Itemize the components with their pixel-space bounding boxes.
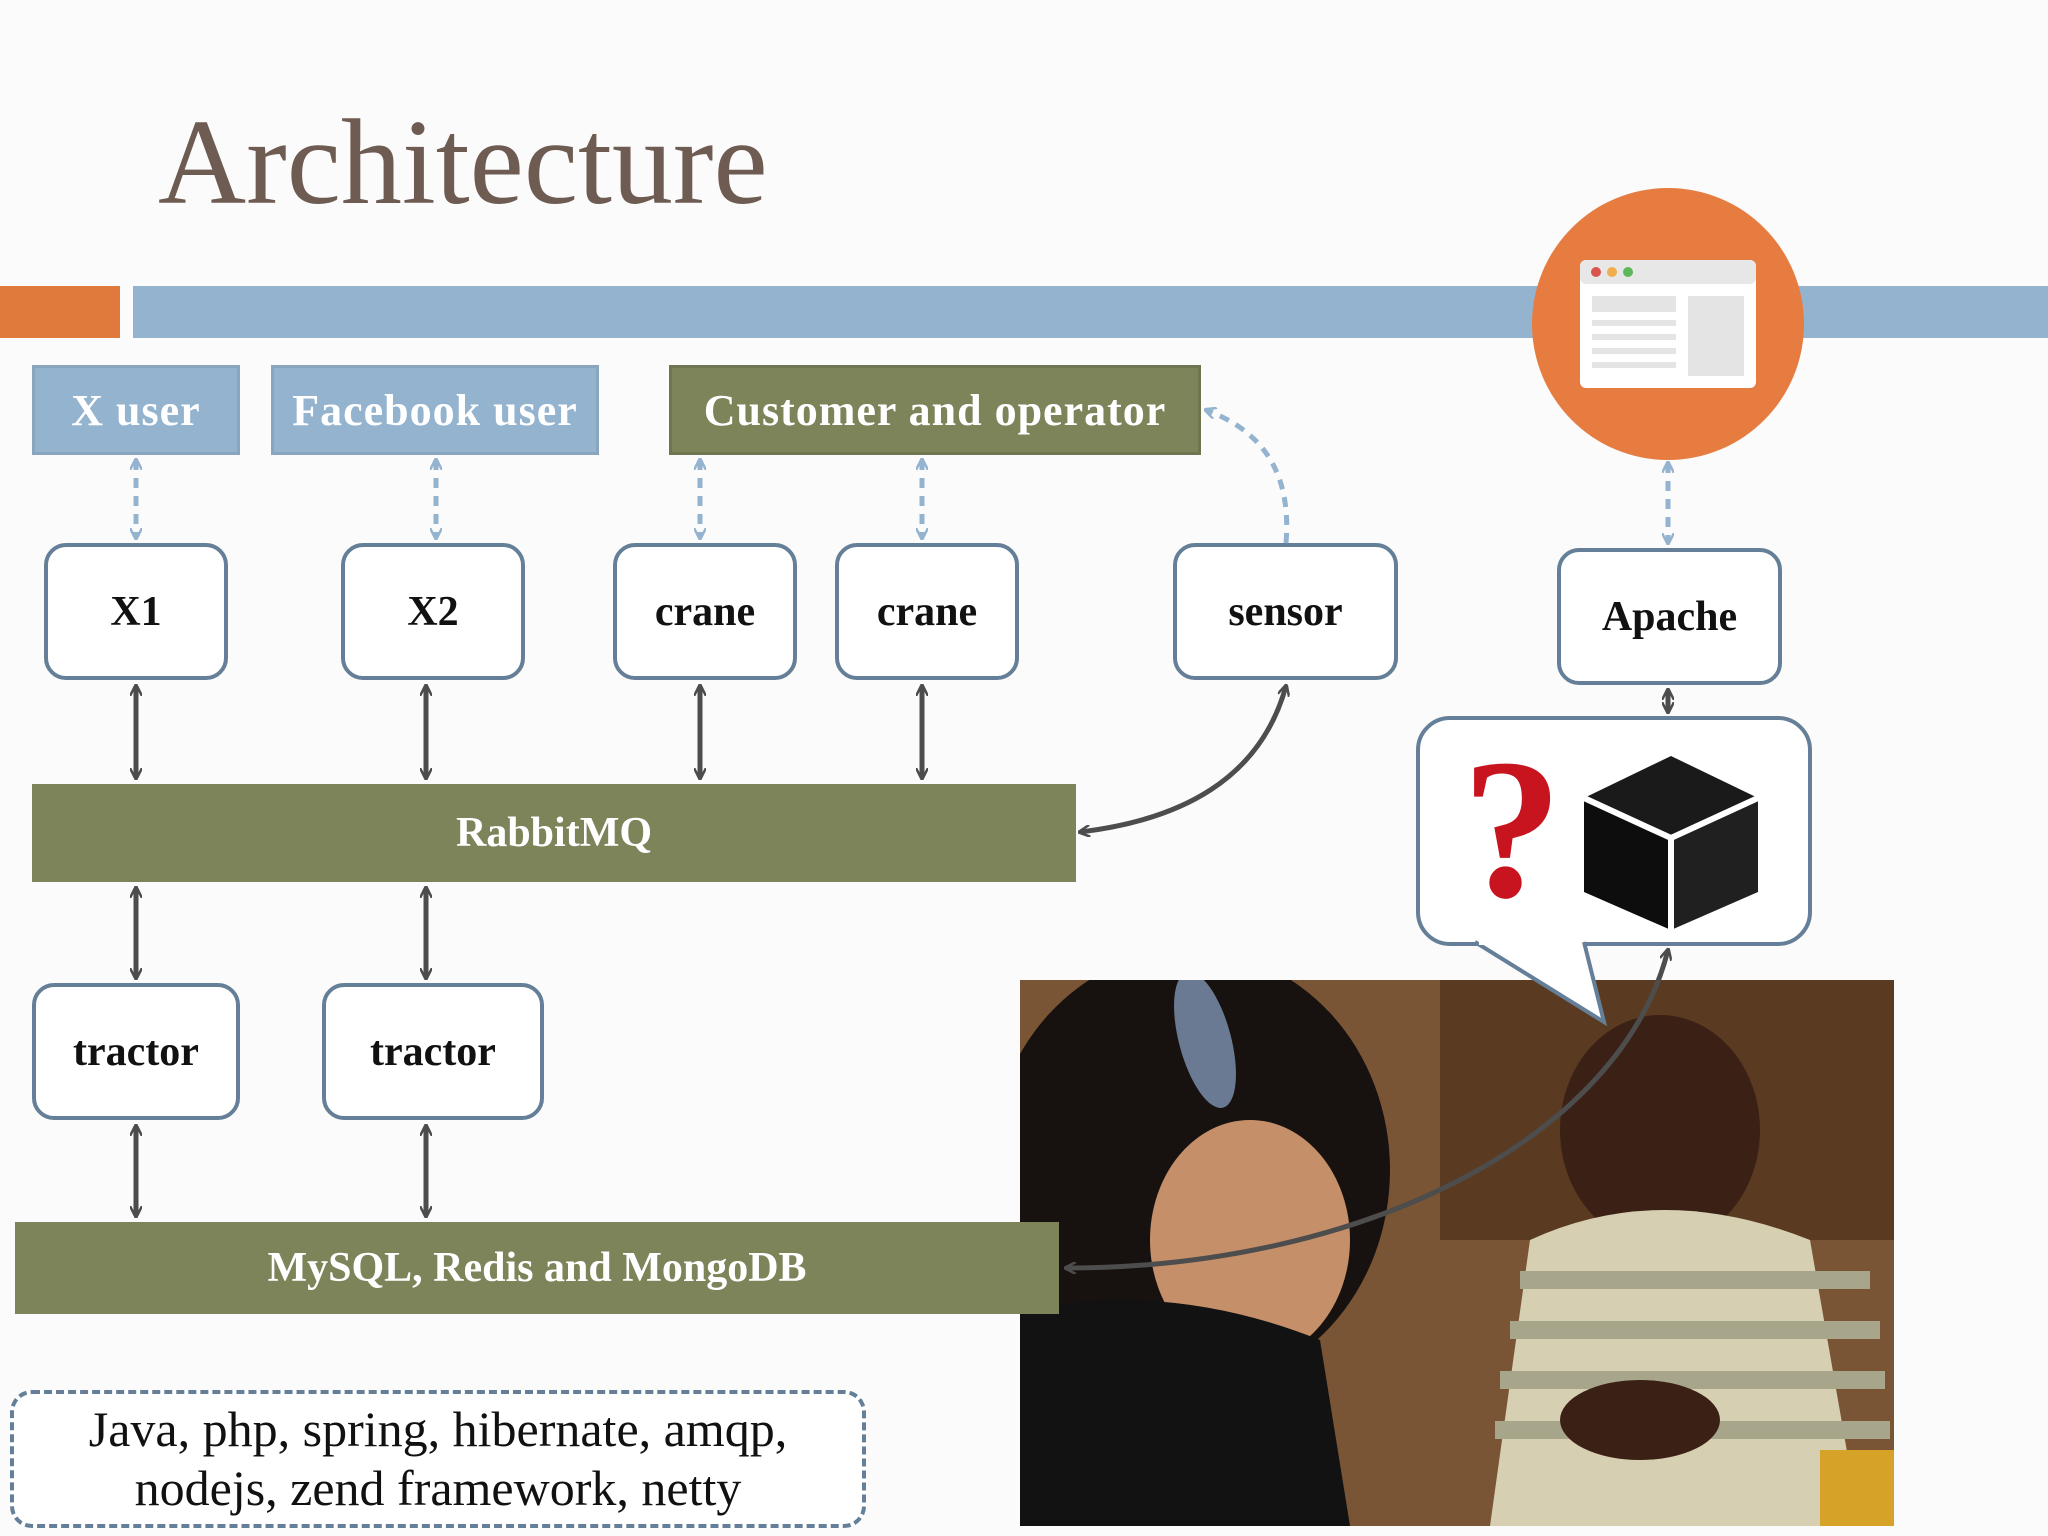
- rabbitmq-band: RabbitMQ: [32, 784, 1076, 882]
- node-tractor-2: tractor: [322, 983, 544, 1120]
- node-apache: Apache: [1557, 548, 1782, 685]
- slide-title: Architecture: [158, 95, 768, 230]
- node-sensor: sensor: [1173, 543, 1398, 680]
- x-user-header: X user: [32, 365, 240, 455]
- tech-stack-line-2: nodejs, zend framework, netty: [134, 1460, 742, 1516]
- meme-photo: [1020, 980, 1894, 1526]
- node-x1: X1: [44, 543, 228, 680]
- node-tractor-1: tractor: [32, 983, 240, 1120]
- node-crane-2: crane: [835, 543, 1019, 680]
- meme-photo-illustration: [1020, 980, 1894, 1526]
- customer-operator-header: Customer and operator: [669, 365, 1201, 455]
- facebook-user-header: Facebook user: [271, 365, 599, 455]
- tech-stack-box: Java, php, spring, hibernate, amqp, node…: [10, 1390, 866, 1528]
- web-browser-icon: [1532, 188, 1804, 460]
- databases-band: MySQL, Redis and MongoDB: [15, 1222, 1059, 1314]
- node-x2: X2: [341, 543, 525, 680]
- black-box-icon: [1582, 756, 1760, 930]
- node-crane-1: crane: [613, 543, 797, 680]
- accent-bar-orange: [0, 286, 120, 338]
- tech-stack-line-1: Java, php, spring, hibernate, amqp,: [88, 1401, 788, 1457]
- question-mark: ?: [1462, 719, 1562, 940]
